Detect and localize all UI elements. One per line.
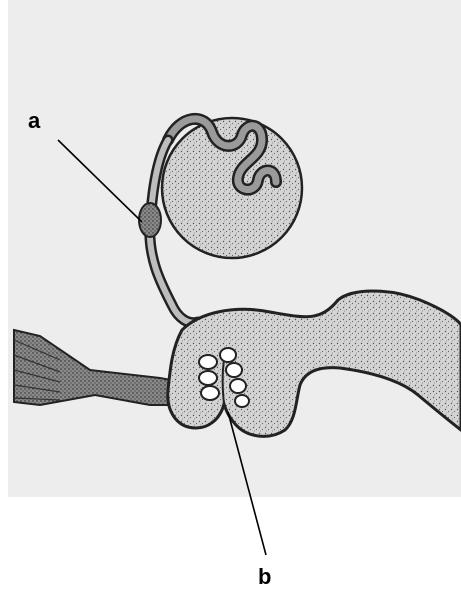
spermatheca [162, 118, 302, 258]
label-b: b [258, 566, 271, 588]
label-a: a [28, 110, 40, 132]
gland-swelling [139, 203, 161, 237]
